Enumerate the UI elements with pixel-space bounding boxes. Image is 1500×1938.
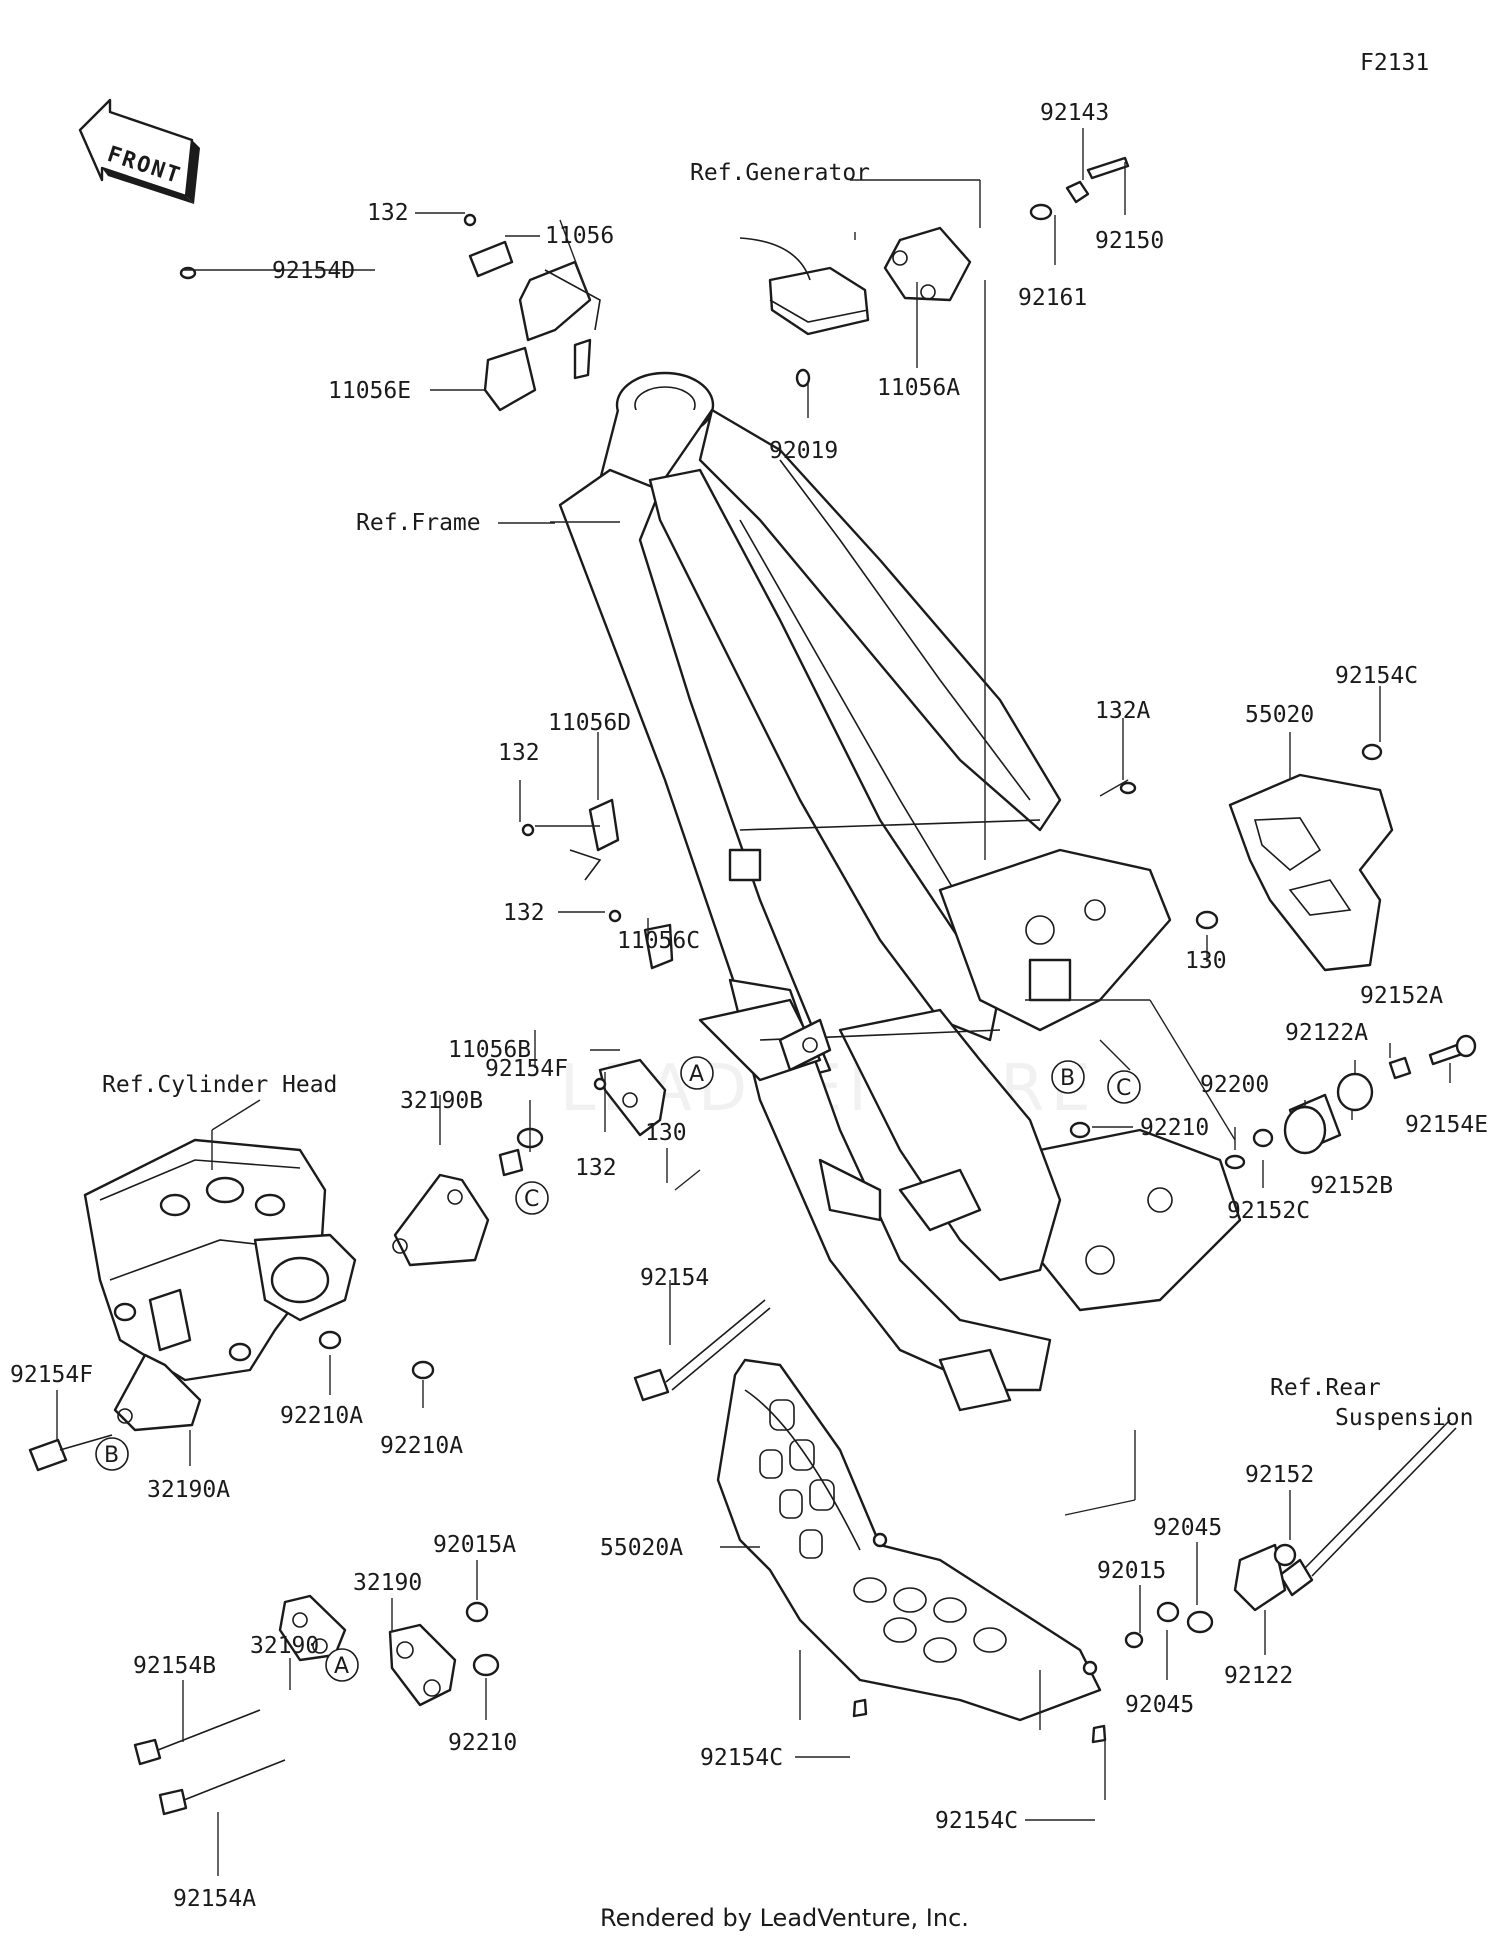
rear-suspension-axle bbox=[1124, 1419, 1457, 1649]
part-label: 132A bbox=[1095, 698, 1151, 724]
ref-rear-suspension-label: Suspension bbox=[1335, 1405, 1473, 1431]
part-label: 132 bbox=[498, 740, 540, 766]
part-label: 11056A bbox=[877, 375, 960, 401]
leader-lines bbox=[56, 128, 1451, 1876]
part-label: 92019 bbox=[769, 438, 838, 464]
part-label: 32190 bbox=[353, 1570, 422, 1596]
diagram-code: F2131 bbox=[1360, 50, 1429, 76]
part-label: 132 bbox=[575, 1155, 617, 1181]
part-label: 92152C bbox=[1227, 1198, 1310, 1224]
part-label: 92154F bbox=[485, 1056, 568, 1082]
part-label: 32190B bbox=[400, 1088, 483, 1114]
part-label: 11056B bbox=[448, 1037, 531, 1063]
part-label: 92150 bbox=[1095, 228, 1164, 254]
part-label: 92154A bbox=[173, 1886, 256, 1912]
part-label: 92015 bbox=[1097, 1558, 1166, 1584]
part-label: 130 bbox=[1185, 948, 1227, 974]
part-label: 92210 bbox=[448, 1730, 517, 1756]
side-cover-55020 bbox=[1119, 743, 1394, 972]
callout-A: A bbox=[689, 1062, 704, 1087]
part-label: 92154B bbox=[133, 1653, 216, 1679]
footer-credit: Rendered by LeadVenture, Inc. bbox=[600, 1904, 969, 1932]
part-label: 92210 bbox=[1140, 1115, 1209, 1141]
lower-left-bracket-group bbox=[133, 1594, 500, 1816]
part-label: 92154 bbox=[640, 1265, 709, 1291]
part-label: 92154C bbox=[1335, 663, 1418, 689]
cylinder-head-drawing bbox=[83, 1138, 357, 1382]
part-label: 11056C bbox=[617, 928, 700, 954]
frame-drawing bbox=[558, 371, 1242, 1412]
ref-cylinder-head-label: Ref.Cylinder Head bbox=[102, 1072, 337, 1098]
ref-rear-suspension-label: Ref.Rear bbox=[1270, 1375, 1381, 1401]
reference-labels: Ref.Generator Ref.Frame Ref.Cylinder Hea… bbox=[102, 160, 1473, 1431]
part-label: 92200 bbox=[1200, 1072, 1269, 1098]
part-label: 132 bbox=[503, 900, 545, 926]
ref-frame-label: Ref.Frame bbox=[356, 510, 481, 536]
part-label: 11056 bbox=[545, 223, 614, 249]
part-label: 132 bbox=[367, 200, 409, 226]
callout-B: B bbox=[104, 1443, 119, 1468]
part-label: 92154E bbox=[1405, 1112, 1488, 1138]
generator-group bbox=[739, 156, 1130, 388]
part-label: 92210A bbox=[380, 1433, 463, 1459]
part-label: 92045 bbox=[1125, 1692, 1194, 1718]
part-label: 92154C bbox=[935, 1808, 1018, 1834]
part-labels: 132 11056 92154D 11056E 92143 92150 9216… bbox=[10, 100, 1488, 1912]
part-label: 32190 bbox=[250, 1633, 319, 1659]
part-label: 92143 bbox=[1040, 100, 1109, 126]
callout-C: C bbox=[524, 1187, 539, 1212]
skid-plate-55020A bbox=[716, 1358, 1107, 1744]
part-label: 92045 bbox=[1153, 1515, 1222, 1541]
part-label: 11056D bbox=[548, 710, 631, 736]
part-label: 32190A bbox=[147, 1477, 230, 1503]
ref-generator-label: Ref.Generator bbox=[690, 160, 870, 186]
engine-mount-brackets bbox=[28, 1127, 544, 1472]
callout-markers: A B C C B A bbox=[95, 1056, 1141, 1682]
part-label: 92161 bbox=[1018, 285, 1087, 311]
part-label: 55020 bbox=[1245, 702, 1314, 728]
front-arrow-icon: FRONT bbox=[78, 98, 200, 204]
part-label: 92152 bbox=[1245, 1462, 1314, 1488]
mid-bracket-group bbox=[521, 798, 674, 1137]
part-label: 92152B bbox=[1310, 1173, 1393, 1199]
callout-C: C bbox=[1116, 1076, 1131, 1101]
callout-A: A bbox=[334, 1654, 349, 1679]
part-label: 130 bbox=[645, 1120, 687, 1146]
part-label: 92154D bbox=[272, 258, 355, 284]
rear-spacer-group bbox=[1069, 1034, 1477, 1170]
part-label: 92122 bbox=[1224, 1663, 1293, 1689]
part-label: 92154F bbox=[10, 1362, 93, 1388]
part-label: 92152A bbox=[1360, 983, 1443, 1009]
long-bolt-92154 bbox=[633, 1299, 771, 1402]
part-label: 92154C bbox=[700, 1745, 783, 1771]
part-label: 55020A bbox=[600, 1535, 683, 1561]
callout-B: B bbox=[1060, 1066, 1075, 1091]
part-label: 11056E bbox=[328, 378, 411, 404]
part-label: 92210A bbox=[280, 1403, 363, 1429]
part-label: 92015A bbox=[433, 1532, 516, 1558]
part-label: 92122A bbox=[1285, 1020, 1368, 1046]
